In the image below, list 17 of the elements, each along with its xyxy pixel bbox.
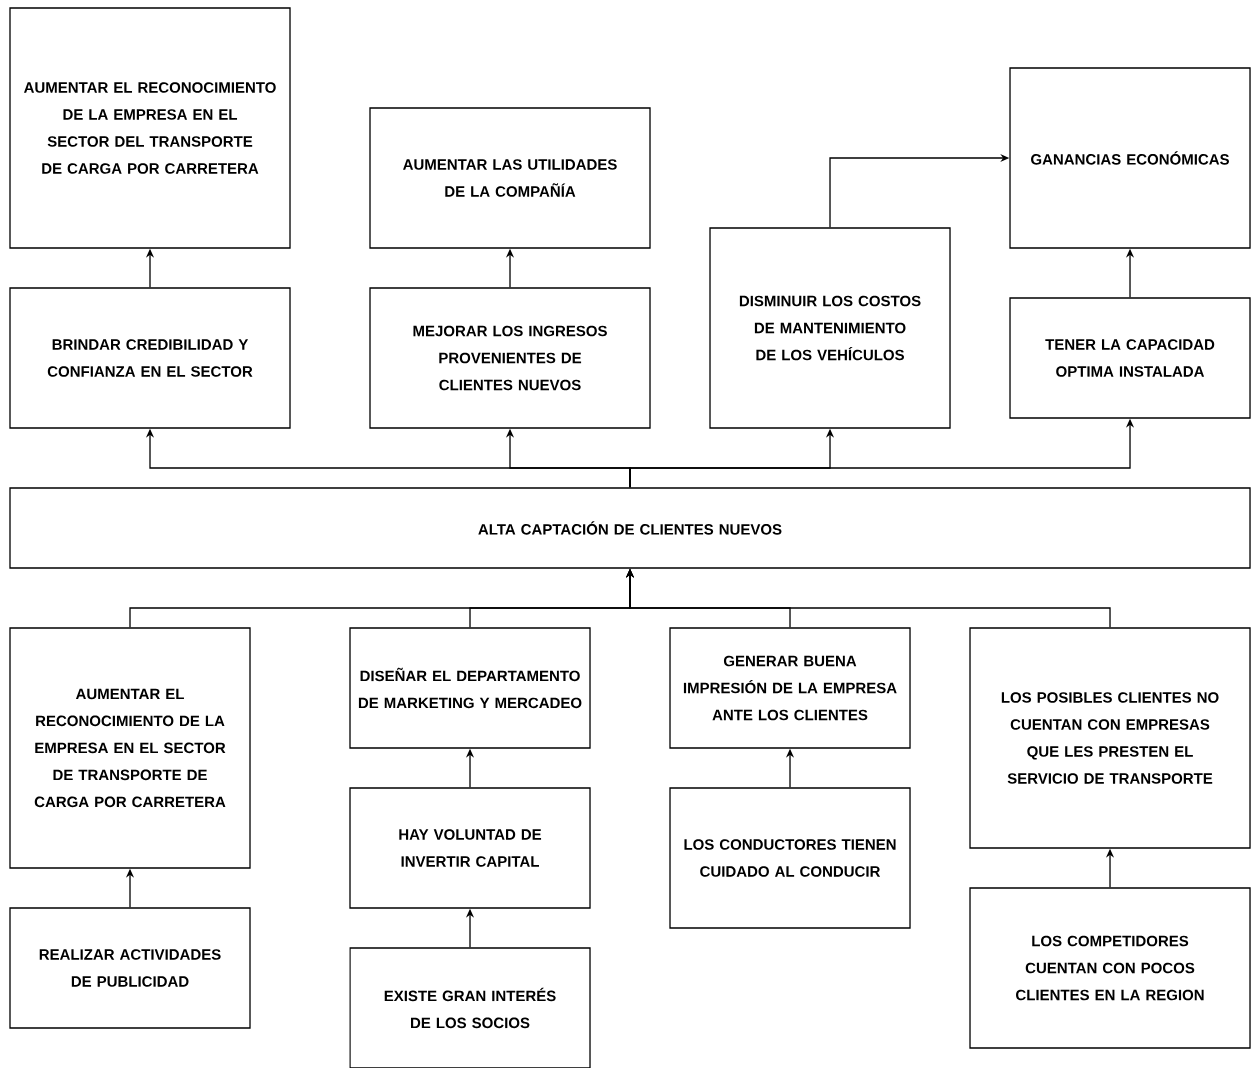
text-box: EXISTE GRAN INTERÉS DE LOS SOCIOS: [349, 947, 591, 1068]
text-box: GENERAR BUENA IMPRESIÓN DE LA EMPRESA ANTE LOS CLIENTES: [669, 627, 911, 749]
central-box: ALTA CAPTACIÓN DE CLIENTES NUEVOS: [9, 487, 1251, 569]
text-box: AUMENTAR LAS UTILIDADES DE LA COMPAÑÍA: [369, 107, 651, 249]
text-box: DISMINUIR LOS COSTOS DE MANTENIMIENTO DE LOS VEHÍCULOS: [709, 227, 951, 429]
text-box: BRINDAR CREDIBILIDAD Y CONFIANZA EN EL SECTOR: [9, 287, 291, 429]
text-box: LOS CONDUCTORES TIENEN CUIDADO AL CONDUCIR: [669, 787, 911, 929]
text-box: DISEÑAR EL DEPARTAMENTO DE MARKETING Y MERCADEO: [349, 627, 591, 749]
text-box: AUMENTAR EL RECONOCIMIENTO DE LA EMPRESA EN EL SECTOR DEL TRANSPORTE DE CARGA POR CARRETERA: [9, 7, 291, 249]
text-box: AUMENTAR EL RECONOCIMIENTO DE LA EMPRESA EN EL SECTOR DE TRANSPORTE DE CARGA POR CARRETERA: [9, 627, 251, 869]
text-box: MEJORAR LOS INGRESOS PROVENIENTES DE CLIENTES NUEVOS: [369, 287, 651, 429]
text-box: LOS POSIBLES CLIENTES NO CUENTAN CON EMPRESAS QUE LES PRESTEN EL SERVICIO DE TRANSPORTE: [969, 627, 1251, 849]
text-box: HAY VOLUNTAD DE INVERTIR CAPITAL: [349, 787, 591, 909]
text-box: REALIZAR ACTIVIDADES DE PUBLICIDAD: [9, 907, 251, 1029]
text-box: TENER LA CAPACIDAD OPTIMA INSTALADA: [1009, 297, 1251, 419]
text-box: LOS COMPETIDORES CUENTAN CON POCOS CLIENTES EN LA REGION: [969, 887, 1251, 1049]
text-box: GANANCIAS ECONÓMICAS: [1009, 67, 1251, 249]
